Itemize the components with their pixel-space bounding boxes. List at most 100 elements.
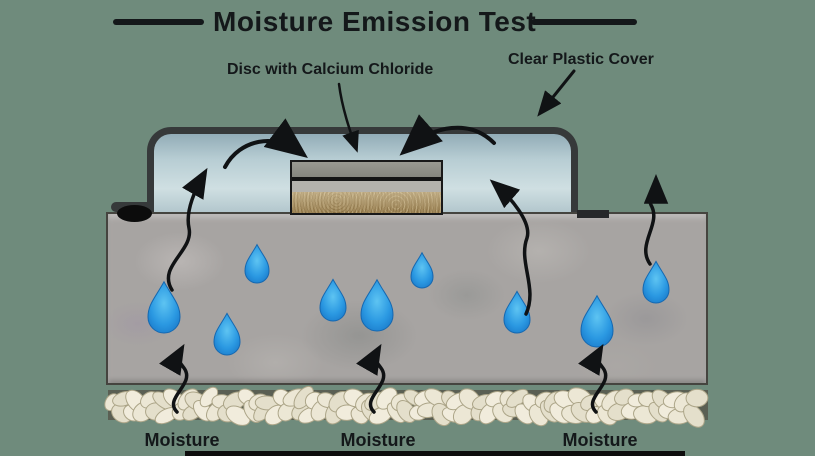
gravel-pebble: [364, 391, 385, 411]
gravel-pebble: [657, 402, 678, 420]
title-rule-left: [113, 19, 204, 25]
gravel-pebble: [673, 392, 694, 413]
gravel-pebble: [277, 402, 296, 422]
gravel-pebble: [264, 404, 287, 426]
gravel-pebble: [570, 401, 595, 423]
gravel-pebble: [424, 388, 448, 407]
gravel-pebble: [205, 400, 227, 422]
gravel-pebble: [192, 400, 214, 422]
gravel-pebble: [441, 406, 464, 423]
calcium-chloride-disc: [290, 160, 443, 215]
gravel-pebble: [154, 406, 180, 425]
gravel-pebble: [553, 390, 578, 410]
gravel-pebble: [514, 403, 535, 425]
gravel-pebble: [343, 388, 366, 408]
gravel-pebble: [580, 394, 600, 412]
gravel-pebbles: [104, 385, 709, 428]
gravel-pebble: [248, 393, 269, 411]
gravel-pebble: [316, 392, 337, 409]
gravel-pebble: [683, 403, 705, 428]
gravel-pebble: [492, 402, 514, 424]
gravel-pebble: [416, 402, 440, 419]
gravel-pebble: [614, 388, 635, 406]
gravel-shadow-band: [108, 390, 708, 420]
gravel-pebble: [104, 393, 120, 412]
gravel-pebble: [223, 391, 247, 411]
gravel-pebble: [152, 391, 176, 411]
gravel-pebble: [182, 404, 202, 422]
gravel-pebble: [361, 399, 383, 423]
gravel-pebble: [132, 400, 155, 423]
gravel-pebble: [445, 392, 469, 411]
gravel-pebble: [667, 407, 693, 425]
gravel-pebble: [441, 390, 459, 408]
gravel-pebble: [112, 390, 137, 407]
gravel-pebble: [596, 404, 618, 426]
cover-sealant-blob: [117, 205, 152, 222]
gravel-pebble: [162, 388, 185, 409]
gravel-pebble: [325, 399, 346, 425]
gravel-pebble: [502, 402, 522, 418]
gravel-pebble: [561, 404, 588, 424]
gravel-pebble: [633, 405, 658, 425]
gravel-pebble: [506, 388, 529, 408]
gravel-pebble: [386, 402, 407, 424]
gravel-pebble: [499, 390, 519, 410]
title-rule-right: [531, 19, 637, 25]
gravel-pebble: [593, 392, 616, 413]
cover-pointer-arrow: [537, 69, 576, 117]
gravel-pebble: [549, 402, 573, 424]
gravel-pebble: [368, 406, 393, 425]
gravel-pebble: [225, 405, 251, 426]
gravel-pebble: [396, 400, 417, 423]
gravel-pebble: [376, 387, 398, 410]
diagram-title: Moisture Emission Test: [213, 6, 537, 37]
gravel-pebble: [177, 388, 199, 411]
gravel-pebble: [539, 400, 561, 423]
disc-crystals-layer: [292, 192, 441, 213]
gravel-pebble: [355, 392, 377, 413]
gravel-pebble: [310, 399, 331, 422]
gravel-pebble: [390, 393, 412, 412]
gravel-pebble: [522, 393, 541, 412]
gravel-pebble: [291, 402, 310, 421]
gravel-pebble: [685, 388, 709, 408]
gravel-pebble: [293, 385, 314, 410]
gravel-pebble: [627, 393, 647, 408]
gravel-pebble: [199, 386, 219, 408]
cover-label: Clear Plastic Cover: [508, 51, 654, 68]
gravel-pebble: [111, 403, 133, 424]
gravel-pebble: [534, 391, 555, 409]
gravel-pebble: [458, 388, 481, 410]
gravel-pebble: [350, 406, 369, 425]
gravel-pebble: [478, 402, 500, 425]
gravel-pebble: [123, 404, 143, 422]
disc-rim-layer: [292, 177, 441, 181]
gravel-pebble: [282, 388, 308, 407]
gravel-pebble: [237, 388, 257, 406]
gravel-pebble: [125, 389, 148, 414]
gravel-pebble: [620, 401, 647, 420]
gravel-pebble: [298, 406, 321, 424]
gravel-pebble: [651, 389, 674, 412]
gravel-pebble: [601, 390, 624, 412]
gravel-pebble: [585, 406, 605, 424]
gravel-pebble: [145, 402, 167, 421]
gravel-pebble: [211, 394, 232, 409]
gravel-pebble: [171, 401, 192, 421]
concrete-slab: [106, 212, 708, 385]
disc-label: Disc with Calcium Chloride: [227, 61, 434, 78]
gravel-pebble: [335, 404, 359, 421]
moisture-label-3: Moisture: [562, 430, 638, 450]
gravel-pebble: [485, 391, 506, 408]
gravel-pebble: [217, 403, 239, 423]
cover-flange-right: [577, 210, 609, 218]
gravel-pebble: [243, 400, 263, 423]
gravel-pebble: [472, 393, 496, 411]
moisture-label-1: Moisture: [144, 430, 220, 450]
bottom-border-bar: [185, 451, 685, 456]
gravel-pebble: [272, 388, 292, 407]
gravel-pebble: [304, 391, 324, 410]
gravel-pebble: [409, 404, 429, 421]
